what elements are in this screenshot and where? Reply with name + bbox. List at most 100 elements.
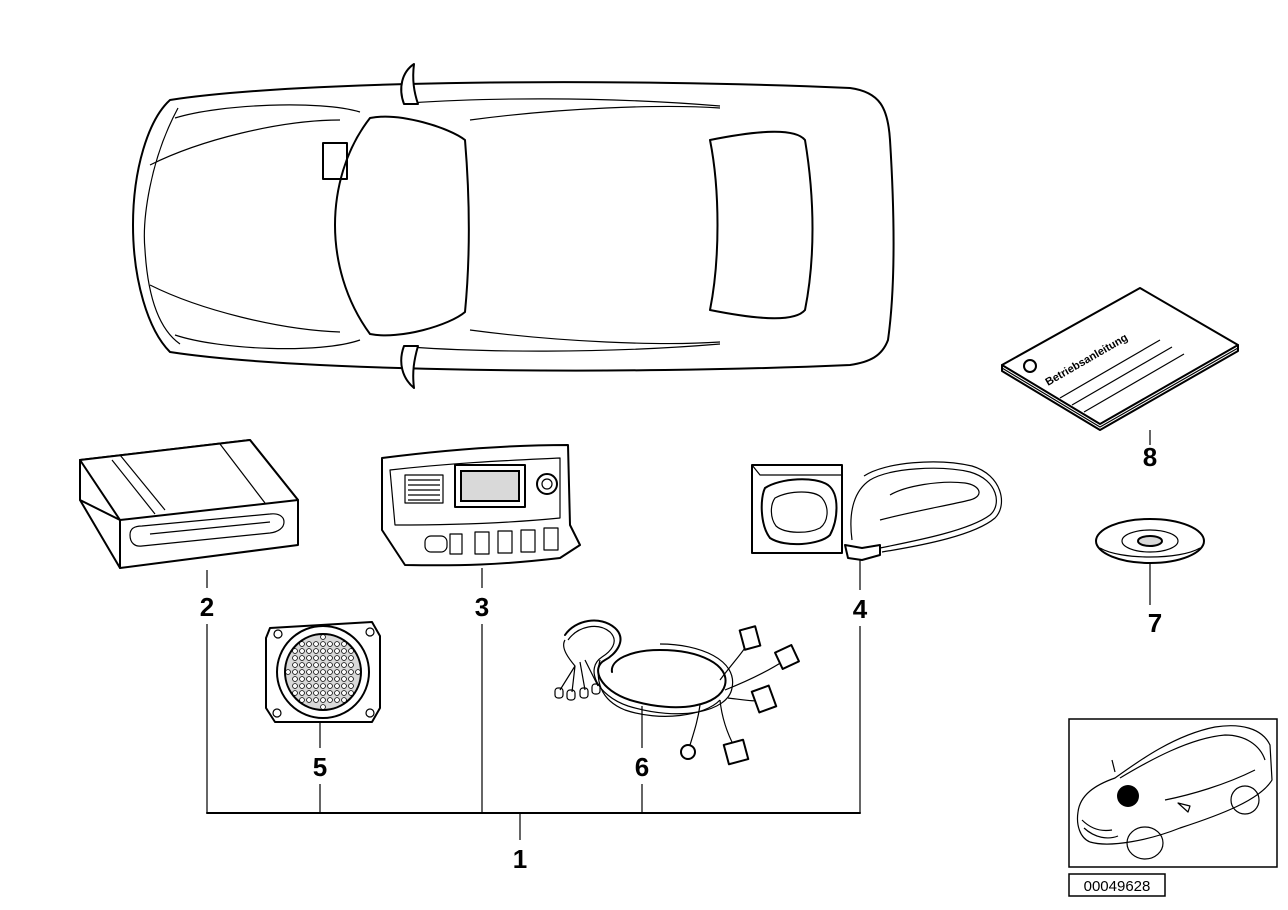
grille-hole: [292, 683, 298, 689]
grille-hole: [327, 676, 333, 682]
grille-hole: [341, 641, 347, 647]
grille-hole: [327, 683, 333, 689]
grille-hole: [348, 676, 354, 682]
grille-hole: [341, 655, 347, 661]
speaker-grille: [285, 634, 361, 710]
grille-hole: [306, 648, 312, 654]
grille-hole: [306, 641, 312, 647]
grille-hole: [348, 683, 354, 689]
grille-hole: [292, 662, 298, 668]
part-2-control-unit: [79, 439, 299, 569]
grille-hole: [320, 655, 326, 661]
grille-hole: [334, 676, 340, 682]
grille-hole: [299, 669, 305, 675]
grille-hole: [334, 662, 340, 668]
grille-hole: [285, 669, 291, 675]
grille-hole: [313, 641, 319, 647]
callout-1: 1: [513, 844, 527, 874]
grille-hole: [292, 669, 298, 675]
callout-6: 6: [635, 752, 649, 782]
callout-4: 4: [853, 594, 868, 624]
grille-hole: [320, 648, 326, 654]
grille-hole: [320, 676, 326, 682]
grille-hole: [327, 648, 333, 654]
grille-hole: [306, 697, 312, 703]
grille-hole: [320, 683, 326, 689]
grille-hole: [334, 641, 340, 647]
callout-5: 5: [313, 752, 327, 782]
grille-hole: [348, 655, 354, 661]
car-top-view: [132, 63, 895, 389]
part-7-cd: [1095, 518, 1205, 564]
part-8-manual: Betriebsanleitung: [1001, 287, 1239, 431]
part-4-microphone: [751, 461, 1003, 561]
location-thumbnail: [1068, 718, 1278, 868]
grille-hole: [348, 648, 354, 654]
reference-box: 00049628: [1068, 873, 1166, 897]
grille-hole: [320, 634, 326, 640]
callout-2: 2: [200, 592, 214, 622]
grille-hole: [320, 690, 326, 696]
grille-hole: [348, 690, 354, 696]
grille-hole: [299, 648, 305, 654]
grille-hole: [320, 704, 326, 710]
grille-hole: [327, 690, 333, 696]
grille-hole: [306, 690, 312, 696]
grille-hole: [327, 641, 333, 647]
grille-hole: [313, 648, 319, 654]
grille-hole: [292, 655, 298, 661]
grille-hole: [334, 683, 340, 689]
grille-hole: [299, 655, 305, 661]
callout-7: 7: [1148, 608, 1162, 638]
grille-hole: [341, 697, 347, 703]
location-dot: [1117, 785, 1139, 807]
grille-hole: [299, 697, 305, 703]
grille-hole: [327, 655, 333, 661]
grille-hole: [313, 676, 319, 682]
grille-hole: [355, 669, 361, 675]
part-3-control-panel: [381, 444, 581, 567]
grille-hole: [334, 697, 340, 703]
grille-hole: [327, 662, 333, 668]
grille-hole: [313, 697, 319, 703]
grille-hole: [313, 683, 319, 689]
grille-hole: [320, 697, 326, 703]
grille-hole: [341, 669, 347, 675]
grille-hole: [299, 690, 305, 696]
callout-8: 8: [1143, 442, 1157, 472]
grille-hole: [348, 669, 354, 675]
grille-hole: [299, 676, 305, 682]
grille-hole: [341, 683, 347, 689]
install-location-marker: [322, 142, 348, 180]
grille-hole: [292, 690, 298, 696]
callout-3: 3: [475, 592, 489, 622]
grille-hole: [299, 662, 305, 668]
bmw-logo-icon: [1023, 359, 1037, 373]
grille-hole: [334, 690, 340, 696]
grille-hole: [320, 641, 326, 647]
grille-hole: [306, 655, 312, 661]
grille-hole: [341, 676, 347, 682]
grille-hole: [341, 648, 347, 654]
callout-numbers: 1 2 3 4 5 6 7 8: [200, 442, 1162, 874]
grille-hole: [334, 648, 340, 654]
grille-hole: [306, 662, 312, 668]
grille-hole: [292, 648, 298, 654]
grille-hole: [306, 683, 312, 689]
reference-number: 00049628: [1084, 878, 1151, 895]
grille-hole: [320, 662, 326, 668]
part-6-wiring-harness: [554, 619, 800, 766]
grille-hole: [334, 669, 340, 675]
grille-hole: [299, 683, 305, 689]
grille-hole: [341, 662, 347, 668]
grille-hole: [348, 662, 354, 668]
grille-hole: [299, 641, 305, 647]
grille-hole: [292, 676, 298, 682]
leader-lines: [206, 430, 1151, 840]
grille-hole: [341, 690, 347, 696]
grille-hole: [320, 669, 326, 675]
grille-hole: [313, 662, 319, 668]
grille-hole: [313, 669, 319, 675]
part-5-loudspeaker: [265, 621, 381, 723]
